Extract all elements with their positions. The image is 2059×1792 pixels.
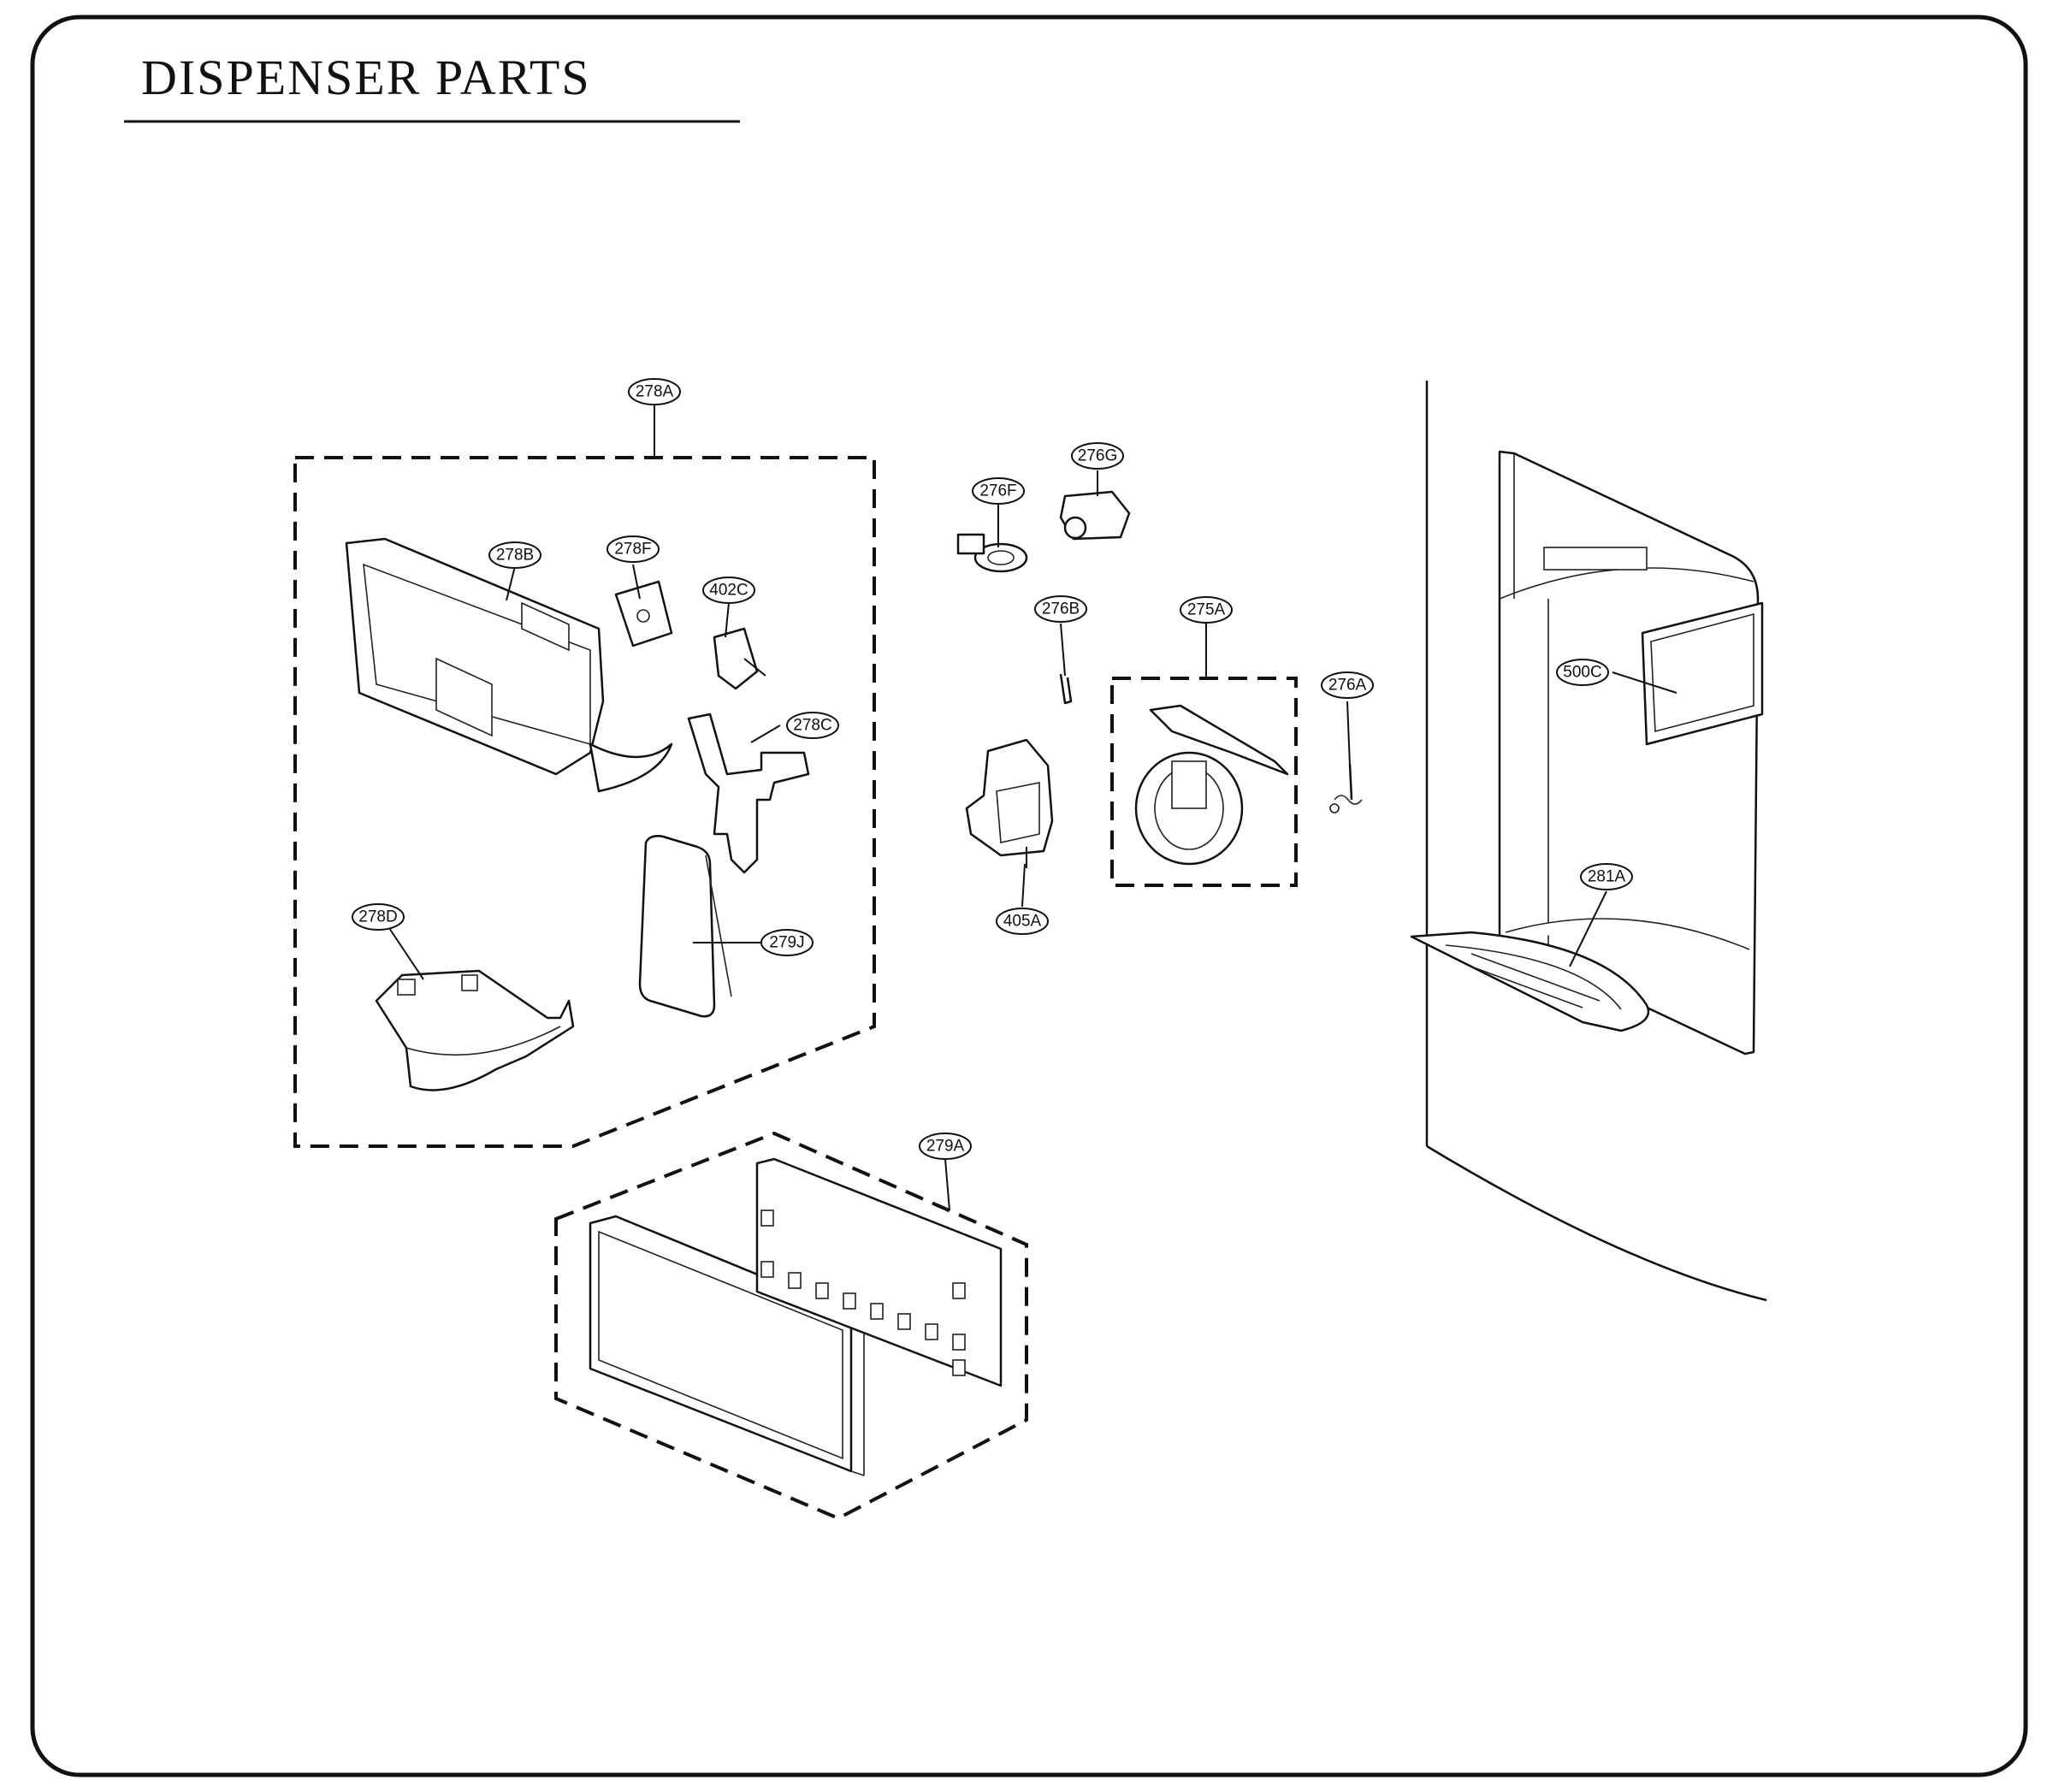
svg-text:276G: 276G <box>1078 447 1117 465</box>
part-278C-lever <box>687 713 810 874</box>
assembly-278A-boundary <box>293 456 876 1148</box>
assembly-279A-boundary <box>554 1131 1028 1521</box>
part-276G-bracket <box>1059 490 1131 541</box>
callout-500C: 500C <box>1556 659 1609 686</box>
page-frame <box>30 15 2028 1777</box>
part-500C-board <box>1641 601 1764 746</box>
svg-text:279A: 279A <box>926 1138 965 1156</box>
callout-276G: 276G <box>1071 442 1124 470</box>
svg-text:402C: 402C <box>709 582 748 600</box>
svg-text:278B: 278B <box>496 547 534 565</box>
callout-279J: 279J <box>760 929 814 956</box>
callout-279A: 279A <box>919 1133 972 1160</box>
callout-278B: 278B <box>488 541 541 569</box>
callout-276F: 276F <box>972 477 1025 505</box>
svg-text:278D: 278D <box>358 908 397 926</box>
callout-276A: 276A <box>1321 671 1374 699</box>
callout-405A: 405A <box>996 908 1049 935</box>
diagram-title: DISPENSER PARTS <box>141 50 591 105</box>
callout-278A: 278A <box>628 378 681 405</box>
refrigerator-door <box>1425 381 1767 1302</box>
callout-278D: 278D <box>352 903 405 931</box>
callout-276B: 276B <box>1034 595 1087 623</box>
part-275A-ice-door <box>1134 704 1289 866</box>
callout-278F: 278F <box>606 535 660 563</box>
svg-text:276A: 276A <box>1328 677 1367 695</box>
part-276B-clip <box>1059 673 1073 705</box>
part-278B-housing <box>345 537 673 793</box>
svg-text:500C: 500C <box>1563 664 1601 682</box>
svg-text:278C: 278C <box>793 717 831 735</box>
part-278F-plate <box>614 580 673 648</box>
part-281A-drip-tray <box>1410 931 1650 1032</box>
leader-lines <box>388 404 1677 1211</box>
svg-text:281A: 281A <box>1588 868 1626 886</box>
part-405A-motor <box>965 738 1054 868</box>
callout-278C: 278C <box>786 712 839 739</box>
svg-text:279J: 279J <box>769 934 804 952</box>
svg-text:276B: 276B <box>1042 600 1080 618</box>
svg-text:278A: 278A <box>636 383 674 401</box>
part-278D-chute <box>375 969 575 1091</box>
callout-275A: 275A <box>1180 596 1233 624</box>
pcb-components <box>760 1209 966 1376</box>
callout-402C: 402C <box>702 577 755 604</box>
part-276A-spring <box>1329 763 1363 813</box>
part-402C-switch <box>713 627 766 690</box>
part-279J-paddle <box>638 835 732 1018</box>
svg-text:276F: 276F <box>979 482 1016 500</box>
assembly-275A-boundary <box>1110 677 1298 887</box>
callout-281A: 281A <box>1580 863 1633 890</box>
svg-text:278F: 278F <box>614 541 651 559</box>
svg-text:275A: 275A <box>1187 601 1226 619</box>
svg-text:405A: 405A <box>1003 913 1042 931</box>
part-276F-bushing <box>956 533 1028 573</box>
part-279A-pcb <box>755 1157 1003 1387</box>
part-279A-control-panel-cover <box>589 1215 865 1476</box>
